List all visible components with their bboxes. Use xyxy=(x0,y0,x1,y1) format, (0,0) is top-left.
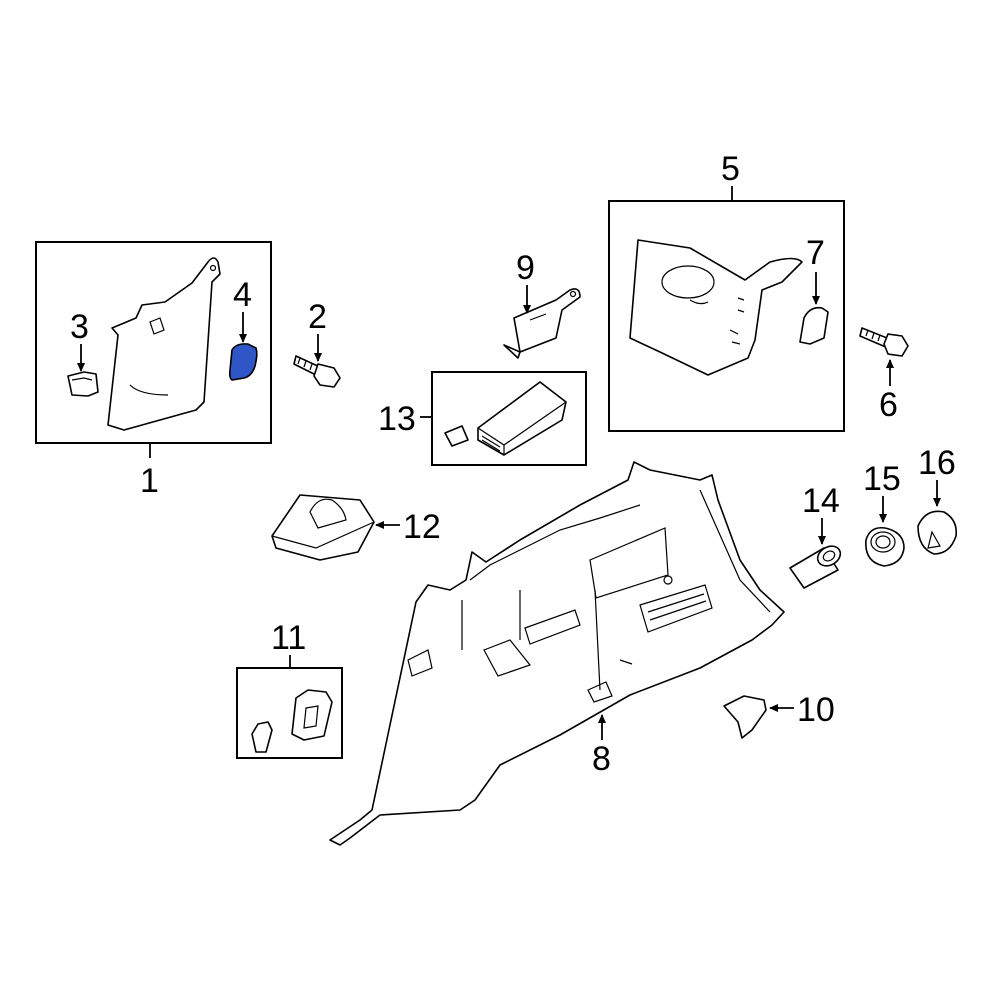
part-14-power-outlet[interactable] xyxy=(789,542,844,589)
part-1-quarter-trim-panel[interactable] xyxy=(107,257,221,431)
callout-6: 6 xyxy=(879,386,898,424)
part-8-quarter-trim-panel[interactable] xyxy=(329,461,785,846)
part-13-pad[interactable] xyxy=(444,425,469,447)
callout-10: 10 xyxy=(797,691,835,729)
callout-5: 5 xyxy=(721,150,740,188)
callout-11: 11 xyxy=(271,619,306,657)
part-5-upper-trim-panel[interactable] xyxy=(629,239,803,376)
part-15-socket[interactable] xyxy=(865,526,905,567)
part-3-clip[interactable] xyxy=(67,371,99,397)
callout-12: 12 xyxy=(403,508,441,546)
callout-2: 2 xyxy=(308,298,327,336)
callout-7: 7 xyxy=(806,234,825,272)
part-11-clip[interactable] xyxy=(251,721,273,753)
part-13-module[interactable] xyxy=(477,381,567,456)
part-7-cap[interactable] xyxy=(799,306,829,345)
callout-3: 3 xyxy=(70,308,89,346)
group-box-13 xyxy=(431,371,587,466)
callout-9: 9 xyxy=(516,249,535,287)
callout-16: 16 xyxy=(918,444,956,482)
part-9-bracket[interactable] xyxy=(503,288,581,359)
part-12-light-housing[interactable] xyxy=(271,494,375,561)
callout-15: 15 xyxy=(863,460,901,498)
part-16-cap[interactable] xyxy=(917,510,958,555)
part-4-cover-cap-highlighted[interactable] xyxy=(228,343,258,381)
part-2-bolt[interactable] xyxy=(293,355,341,388)
part-10-bracket[interactable] xyxy=(723,695,767,739)
part-11-retainer[interactable] xyxy=(291,689,333,741)
callout-13: 13 xyxy=(378,400,416,438)
callout-8: 8 xyxy=(592,740,611,778)
group-box-5 xyxy=(608,200,845,432)
callout-1: 1 xyxy=(140,462,159,500)
part-6-bolt[interactable] xyxy=(859,327,909,357)
group-box-1 xyxy=(35,241,272,444)
callout-14: 14 xyxy=(802,482,840,520)
callout-4: 4 xyxy=(233,276,252,314)
